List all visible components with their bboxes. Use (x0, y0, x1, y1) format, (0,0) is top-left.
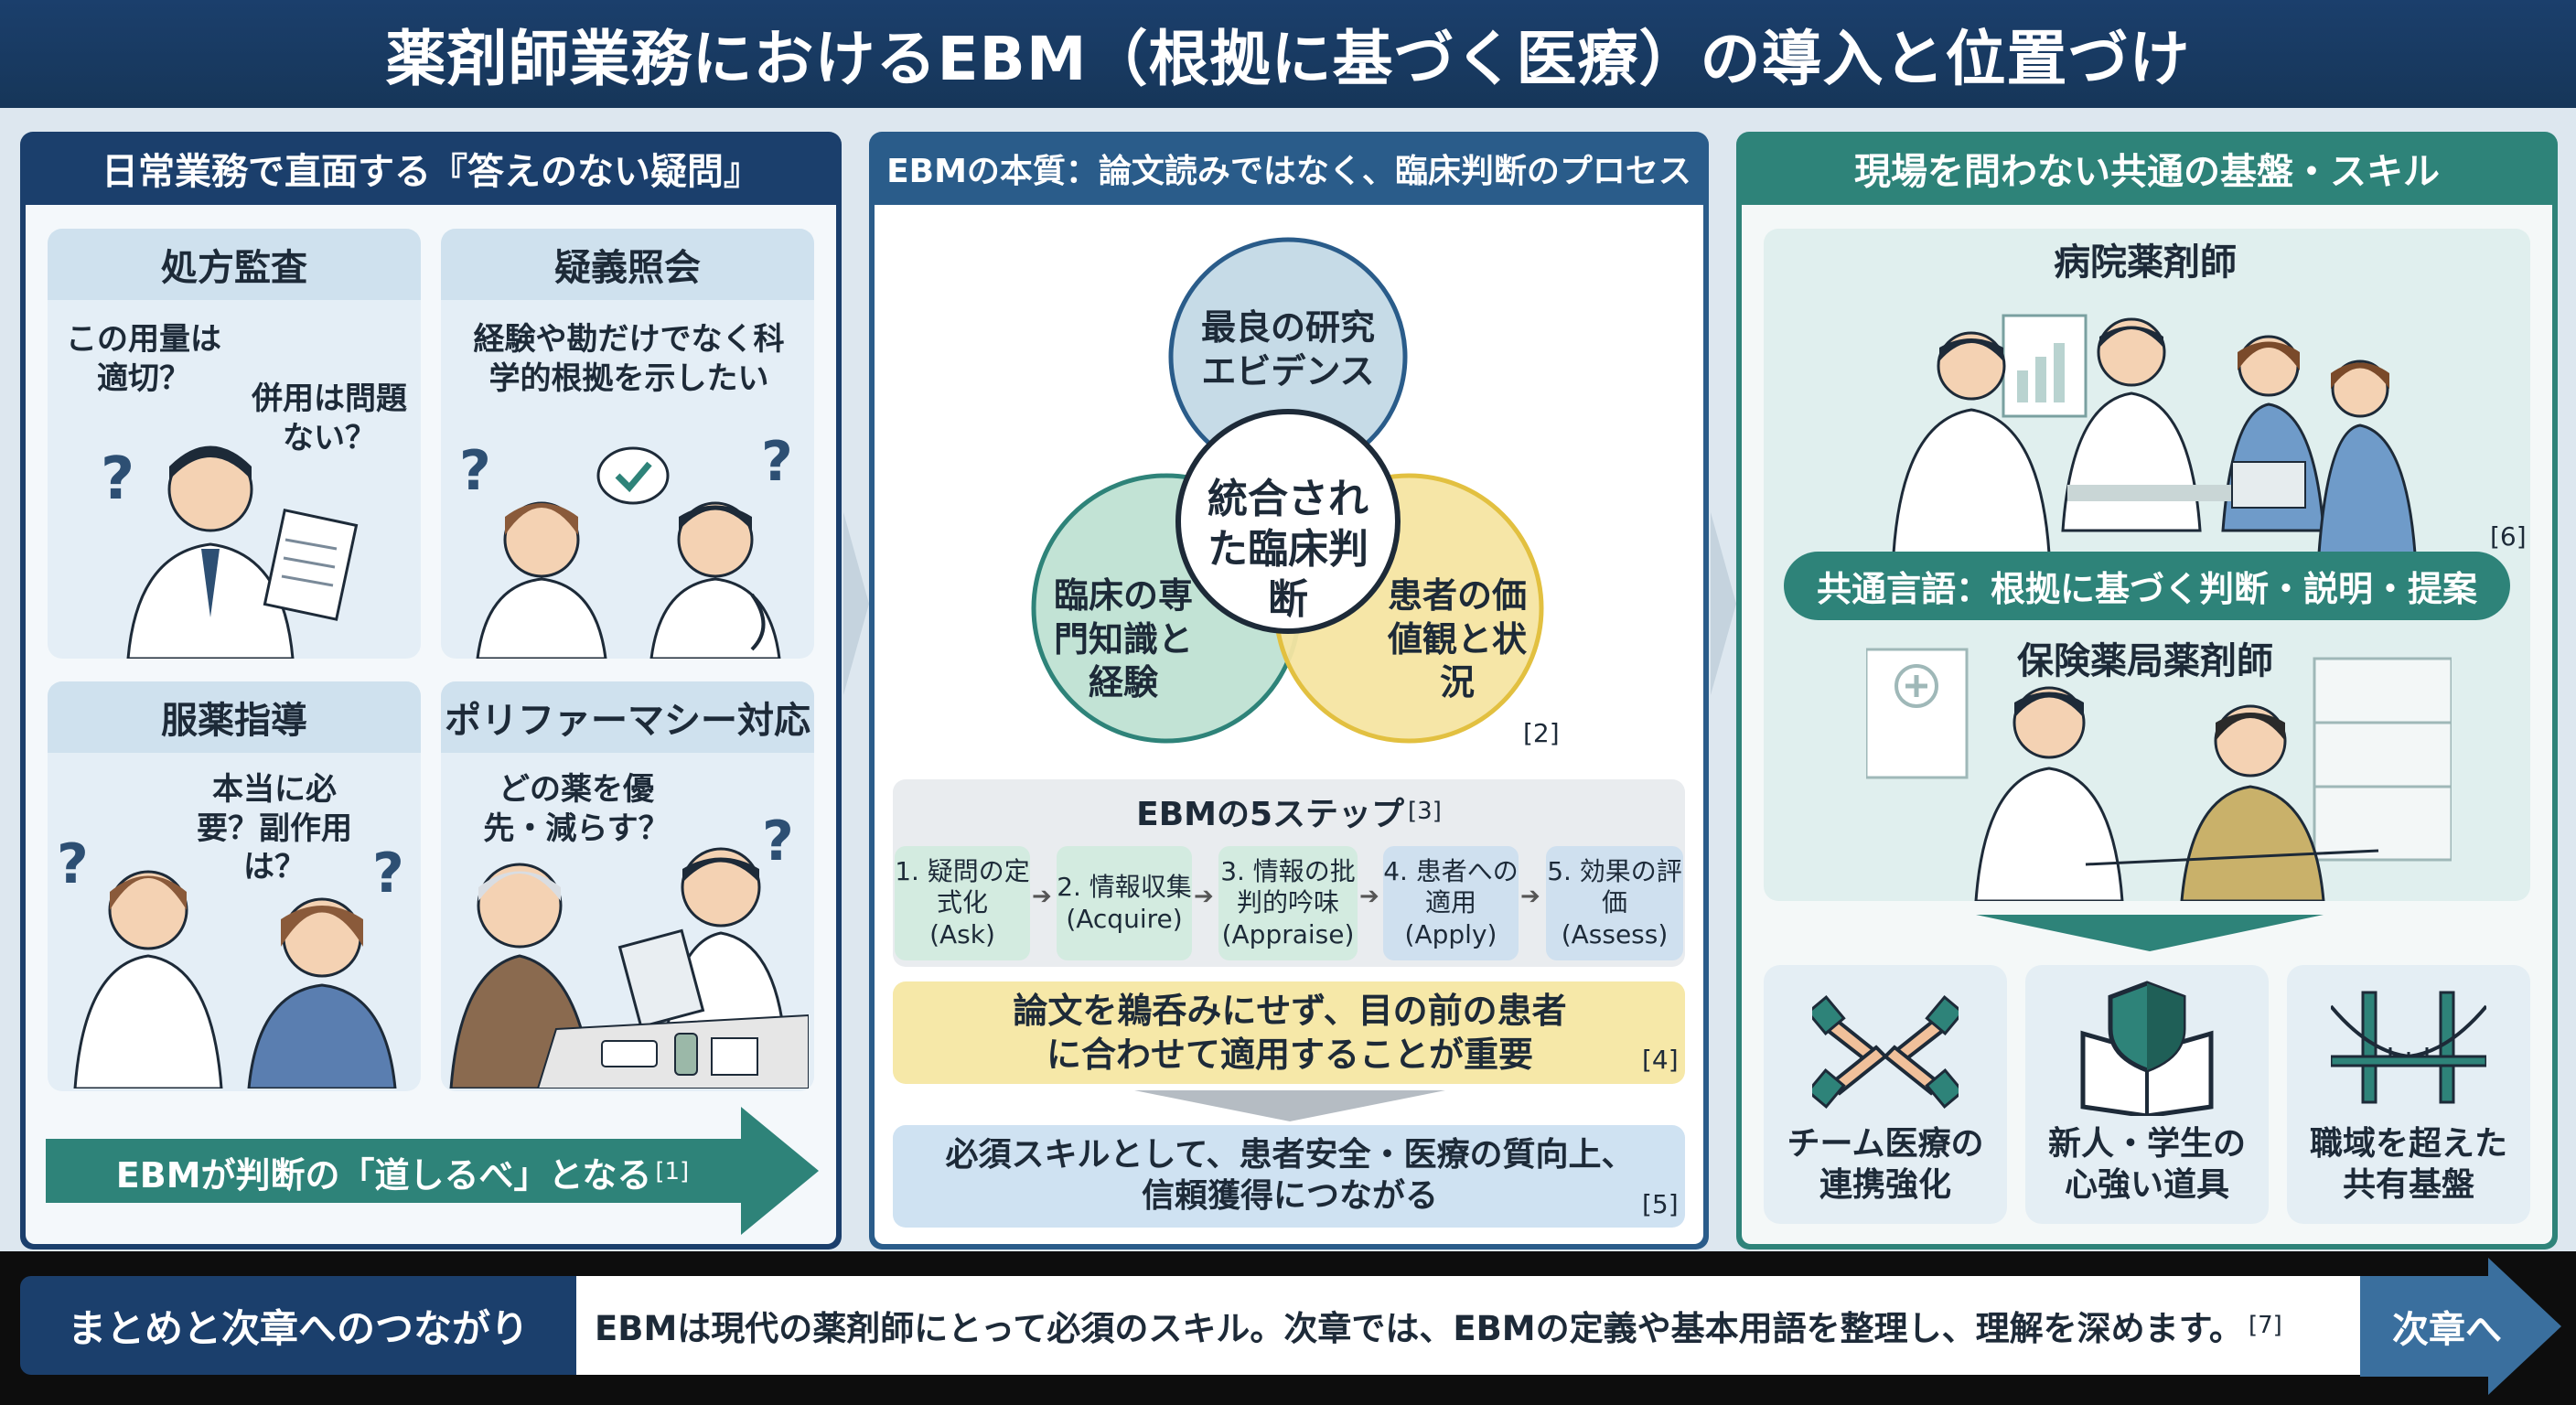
chevron-right-icon (843, 512, 869, 695)
step-arrow-icon: ➔ (1032, 883, 1052, 910)
step-assess: 5. 効果の評価 (Assess) (1546, 846, 1683, 960)
svg-text:?: ? (762, 810, 794, 874)
page-title: 薬剤師業務におけるEBM（根拠に基づく医療）の導入と位置づけ (385, 24, 2191, 94)
step-arrow-icon: ➔ (1520, 883, 1540, 910)
ref-5: [5] (1642, 1189, 1679, 1219)
ref-3: [3] (1408, 798, 1442, 825)
ref-6: [6] (2490, 521, 2527, 552)
left-panel-title: 日常業務で直面する『答えのない疑問』 (102, 151, 760, 193)
step-acquire: 2. 情報収集 (Acquire) (1057, 846, 1192, 960)
chevron-right-icon (1711, 512, 1736, 695)
shield-book-icon (2080, 981, 2214, 1116)
application-note (893, 981, 1685, 1084)
venn-label-expertise: 臨床の専門知識と経験 (1053, 575, 1193, 702)
benefit-label-newcomer: 新人・学生の心強い道具 (2047, 1125, 2246, 1204)
bubble-prioritize: どの薬を優先・減らす？ (483, 771, 670, 847)
ref-7: [7] (2248, 1312, 2282, 1339)
bridge-icon (2331, 991, 2486, 1104)
svg-text:?: ? (57, 832, 89, 896)
card-medication-guidance-title: 服薬指導 (48, 681, 421, 753)
community-pharmacy-illustration (1866, 648, 2452, 901)
footer-summary-text: EBMは現代の薬剤師にとって必須のスキル。次章では、EBMの定義や基本用語を整理… (595, 1309, 2243, 1348)
benefit-card-team (1764, 965, 2007, 1224)
application-note-text: 論文を鵜呑みにせず、目の前の患者に合わせて適用することが重要 (1013, 991, 1567, 1075)
step-apply: 4. 患者への適用 (Apply) (1383, 846, 1519, 960)
hospital-team-illustration (1892, 314, 2417, 553)
counseling-illustration: ? ? (57, 832, 404, 1089)
venn-circle-judgment (1175, 409, 1401, 634)
venn-label-evidence: 最良の研究エビデンス (1200, 307, 1375, 391)
hospital-pharmacist-label: 病院薬剤師 (2054, 241, 2237, 284)
benefit-label-team: チーム医療の連携強化 (1787, 1125, 1984, 1204)
next-chapter-arrow[interactable] (2360, 1258, 2561, 1395)
card-polypharmacy-title: ポリファーマシー対応 (441, 681, 814, 753)
common-language-text: 共通言語：根拠に基づく判断・説明・提案 (1816, 569, 2477, 609)
bubble-necessity: 本当に必要？副作用は？ (197, 771, 352, 885)
card-inquiry (441, 229, 814, 659)
handshake-icon (1812, 995, 1959, 1109)
footer-label: まとめと次章へのつながり (67, 1305, 529, 1351)
svg-text:?: ? (372, 842, 404, 906)
pharmacist-reading-illustration: ? (101, 445, 359, 659)
down-arrow-icon (1134, 1090, 1445, 1121)
footer-summary: EBMは現代の薬剤師にとって必須のスキル。次章では、EBMの定義や基本用語を整理… (595, 1276, 2351, 1375)
ref-2: [2] (1523, 718, 1560, 748)
guidepost-text: EBMが判断の「道しるべ」となる (115, 1154, 652, 1196)
card-prescription-audit-title: 処方監査 (48, 229, 421, 300)
step-arrow-icon: ➔ (1194, 883, 1214, 910)
step-arrow-icon: ➔ (1359, 883, 1379, 910)
polypharmacy-illustration: ? (449, 810, 809, 1089)
bubble-combination: 併用は問題ない？ (252, 381, 407, 456)
next-chapter-button[interactable]: 次章へ (2392, 1309, 2502, 1351)
svg-text:?: ? (459, 439, 491, 503)
bubble-dose: この用量は適切？ (66, 321, 221, 397)
footer-text-box (576, 1276, 2360, 1375)
phone-inquiry-illustration: ? ? (459, 430, 793, 659)
venn-diagram (1031, 237, 1544, 744)
bubble-evidence: 経験や勘だけでなく科学的根拠を示したい (473, 321, 785, 397)
card-inquiry-title: 疑義照会 (441, 229, 814, 300)
community-pharmacist-label: 保険薬局薬剤師 (2017, 640, 2273, 682)
down-arrow-icon (1976, 915, 2324, 951)
ref-1: [1] (655, 1158, 690, 1185)
venn-label-patient: 患者の価値観と状況 (1387, 575, 1527, 702)
skill-note-text: 必須スキルとして、患者安全・医療の質向上、信頼獲得につながる (945, 1136, 1635, 1215)
guidepost-label: EBMが判断の「道しるべ」となる [1] (55, 1143, 750, 1200)
benefit-label-shared: 職域を超えた共有基盤 (2309, 1125, 2507, 1204)
footer-label-box (20, 1276, 576, 1375)
step-appraise: 3. 情報の批判的吟味 (Appraise) (1218, 846, 1358, 960)
skill-note (893, 1125, 1685, 1228)
svg-text:?: ? (101, 445, 134, 513)
five-steps-title: EBMの5ステップ [3] (1136, 796, 1442, 833)
benefit-card-shared (2287, 965, 2530, 1224)
step-ask: 1. 疑問の定式化 (Ask) (895, 846, 1030, 960)
common-language-banner (1784, 552, 2510, 620)
center-panel-title: EBMの本質：論文読みではなく、臨床判断のプロセス (886, 153, 1691, 190)
header-bar (0, 0, 2576, 108)
ref-4: [4] (1642, 1045, 1679, 1075)
guidepost-arrow (46, 1107, 819, 1235)
venn-label-judgment: 統合された臨床判断 (1208, 476, 1368, 623)
right-panel-title: 現場を問わない共通の基盤・スキル (1854, 151, 2440, 193)
svg-text:?: ? (761, 430, 793, 494)
